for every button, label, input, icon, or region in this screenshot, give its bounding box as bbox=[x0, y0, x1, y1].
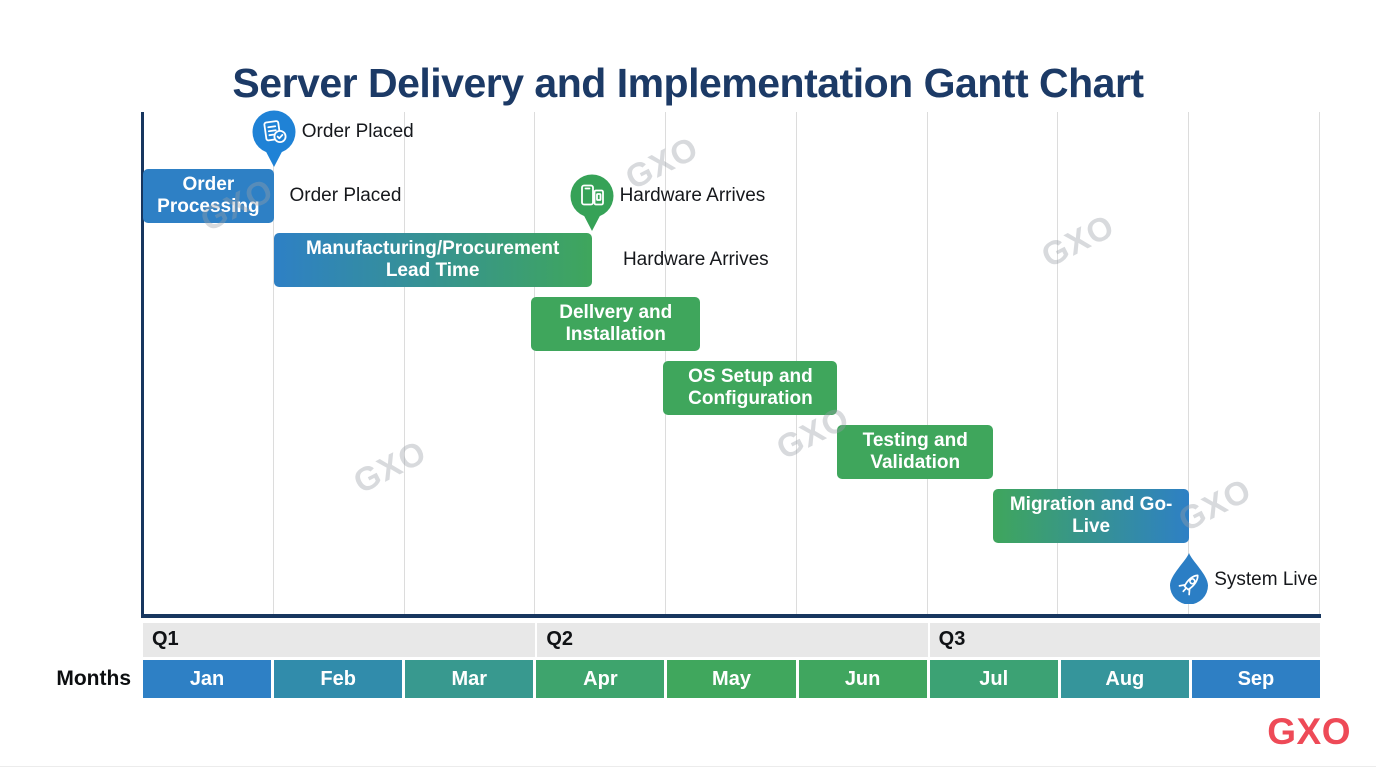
milestone-hardware-arrives bbox=[570, 174, 614, 237]
gxo-logo: GXO bbox=[1267, 711, 1351, 752]
task-bar: Order Processing bbox=[143, 169, 274, 223]
milestone-order-placed bbox=[252, 110, 296, 173]
task-bar: OS Setup and Configuration bbox=[663, 361, 838, 415]
task-bar: Manufacturing/Procurement Lead Time bbox=[273, 233, 592, 287]
month-cell-aug: Aug bbox=[1060, 660, 1189, 698]
quarter-label-q3: Q3 bbox=[927, 623, 1320, 657]
month-gridline bbox=[926, 112, 928, 618]
month-cell-sep: Sep bbox=[1191, 660, 1320, 698]
milestone-label: System Live bbox=[1214, 569, 1318, 590]
month-gridline bbox=[272, 112, 274, 618]
month-gridline bbox=[403, 112, 405, 618]
month-gridline bbox=[1057, 112, 1059, 618]
x-axis-line bbox=[141, 614, 1321, 618]
month-gridline bbox=[1319, 112, 1320, 618]
quarter-label-q2: Q2 bbox=[535, 623, 927, 657]
month-cell-apr: Apr bbox=[536, 660, 665, 698]
y-axis-line bbox=[141, 112, 144, 618]
month-cell-jun: Jun bbox=[798, 660, 927, 698]
month-gridline bbox=[534, 112, 536, 618]
bottom-divider bbox=[0, 766, 1376, 767]
document-check-icon bbox=[252, 110, 296, 167]
milestone-system-live bbox=[1169, 552, 1209, 609]
month-cell-jul: Jul bbox=[929, 660, 1058, 698]
month-cell-feb: Feb bbox=[274, 660, 403, 698]
rocket-icon bbox=[1170, 553, 1209, 605]
months-axis-label: Months bbox=[56, 667, 131, 690]
task-bar: Dellvery and Installation bbox=[531, 297, 701, 351]
quarter-label-q1: Q1 bbox=[152, 628, 179, 650]
row-text-label: Hardware Arrives bbox=[622, 249, 769, 270]
page-title: Server Delivery and Implementation Gantt… bbox=[232, 60, 1144, 107]
month-gridline bbox=[1188, 112, 1190, 618]
milestone-label: Hardware Arrives bbox=[619, 185, 766, 206]
task-bar: Migration and Go-Live bbox=[993, 489, 1190, 543]
month-cell-mar: Mar bbox=[405, 660, 534, 698]
month-cell-may: May bbox=[667, 660, 796, 698]
milestone-label: Order Placed bbox=[301, 121, 414, 142]
task-bar: Testing and Validation bbox=[837, 425, 994, 479]
row-text-label: Order Placed bbox=[289, 185, 402, 206]
month-cell-jan: Jan bbox=[143, 660, 272, 698]
hardware-devices-icon bbox=[570, 174, 614, 231]
